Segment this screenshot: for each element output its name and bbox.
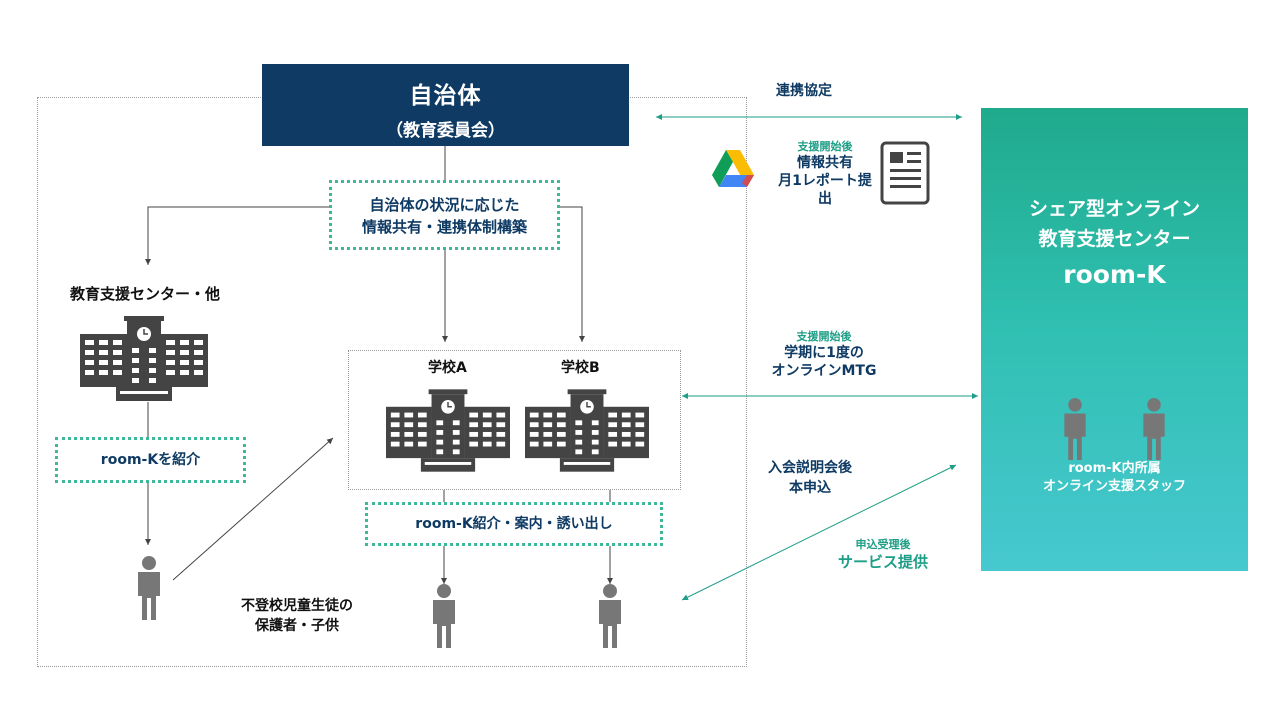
guardians-line2: 保護者・子供 bbox=[255, 618, 339, 634]
meeting-text: 支援開始後 学期に1度の オンラインMTG bbox=[764, 328, 884, 380]
service-line1: サービス提供 bbox=[837, 553, 928, 571]
report-small: 支援開始後 bbox=[797, 140, 853, 153]
report-line2: 月1レポート提 bbox=[778, 173, 872, 189]
staff-person-icon-2 bbox=[1143, 398, 1165, 460]
report-line1: 情報共有 bbox=[797, 155, 853, 171]
school-action-label: room-K紹介・案内・誘い出し bbox=[415, 516, 613, 532]
document-icon bbox=[880, 141, 930, 205]
report-line3: 出 bbox=[818, 191, 832, 207]
application-text: 入会説明会後 本申込 bbox=[755, 458, 865, 498]
staff-person-icon-1 bbox=[1064, 398, 1086, 460]
application-line1: 入会説明会後 bbox=[768, 460, 852, 476]
report-text: 支援開始後 情報共有 月1レポート提 出 bbox=[770, 138, 880, 208]
arrow-service bbox=[681, 464, 957, 601]
guardians-label: 不登校児童生徒の 保護者・子供 bbox=[222, 596, 372, 636]
school-b-building-icon bbox=[525, 389, 649, 472]
roomk-line2: 教育支援センター bbox=[1038, 228, 1191, 250]
gov-action-line2: 情報共有・連携体制構築 bbox=[361, 218, 527, 236]
gov-action-line1: 自治体の状況に応じた bbox=[369, 196, 520, 214]
school-action-box: room-K紹介・案内・誘い出し bbox=[365, 502, 663, 546]
school-a-label: 学校A bbox=[428, 360, 467, 376]
school-building-icon bbox=[80, 316, 208, 401]
roomk-name: room-K bbox=[1063, 260, 1166, 289]
application-line2: 本申込 bbox=[789, 480, 831, 496]
guardian-person-icon bbox=[138, 556, 160, 620]
guardian-b-person-icon bbox=[599, 584, 621, 648]
roomk-panel: シェア型オンライン 教育支援センター room-K room-K内所属 オンライ… bbox=[981, 108, 1248, 571]
center-other-label: 教育支援センター・他 bbox=[70, 285, 221, 303]
meeting-small: 支援開始後 bbox=[796, 330, 852, 343]
introduce-roomk-box: room-Kを紹介 bbox=[55, 437, 246, 483]
arrow-person-to-schools bbox=[172, 437, 334, 581]
school-b-label: 学校B bbox=[561, 360, 600, 376]
roomk-line1: シェア型オンライン bbox=[1028, 198, 1200, 220]
service-small: 申込受理後 bbox=[855, 538, 911, 551]
gov-action-box: 自治体の状況に応じた 情報共有・連携体制構築 bbox=[329, 180, 560, 250]
roomk-staff1: room-K内所属 bbox=[1068, 461, 1161, 476]
arrow-to-center-other bbox=[145, 206, 329, 265]
arrow-to-school-b bbox=[560, 206, 585, 342]
roomk-staff2: オンライン支援スタッフ bbox=[1042, 479, 1186, 494]
meeting-line2: オンラインMTG bbox=[771, 363, 877, 379]
guardians-line1: 不登校児童生徒の bbox=[241, 598, 353, 614]
meeting-line1: 学期に1度の bbox=[784, 345, 864, 361]
roomk-staff-label: room-K内所属 オンライン支援スタッフ bbox=[981, 460, 1248, 496]
government-box: 自治体 （教育委員会） bbox=[262, 64, 629, 146]
roomk-title: シェア型オンライン 教育支援センター bbox=[981, 194, 1248, 254]
google-drive-icon bbox=[712, 150, 754, 187]
government-title: 自治体 bbox=[409, 83, 482, 109]
service-text: 申込受理後 サービス提供 bbox=[828, 536, 938, 572]
government-subtitle: （教育委員会） bbox=[386, 121, 505, 141]
introduce-roomk-label: room-Kを紹介 bbox=[100, 452, 201, 468]
school-a-building-icon bbox=[386, 389, 510, 472]
partnership-label: 連携協定 bbox=[776, 83, 832, 99]
guardian-a-person-icon bbox=[433, 584, 455, 648]
